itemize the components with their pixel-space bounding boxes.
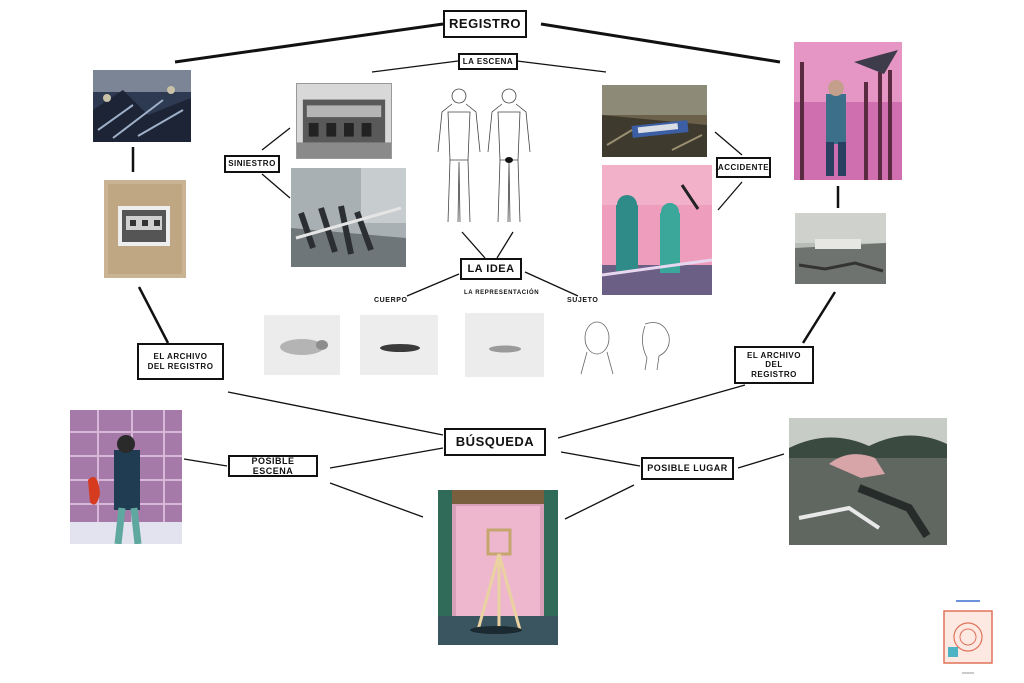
sujeto-label: SUJETO [567, 297, 599, 304]
sujeto-head-sketches [573, 312, 683, 378]
cuerpo-label: CUERPO [374, 297, 408, 304]
representacion-label: LA REPRESENTACIÓN [464, 290, 540, 296]
anatomy-diagram [424, 82, 542, 230]
fallen-figure-landscape-painting [789, 418, 947, 545]
representacion-sketch [465, 313, 544, 377]
floor-plan-thumbnail [936, 597, 1000, 679]
cuerpo-sketch-2 [360, 315, 438, 375]
la-escena-node: LA ESCENA [458, 53, 518, 70]
siniestro-node: SINIESTRO [224, 155, 280, 173]
busqueda-node: BÚSQUEDA [444, 428, 546, 456]
collapsed-scaffold-photo [93, 70, 191, 142]
figure-against-wall-painting [70, 410, 182, 544]
pink-room-painting [438, 490, 558, 645]
la-idea-node: LA IDEA [460, 258, 522, 280]
archivo-right-node: EL ARCHIVO DEL REGISTRO [734, 346, 814, 384]
crash-debris-photo [602, 85, 707, 157]
foggy-landscape-painting [795, 213, 886, 284]
cuerpo-sketch-1 [264, 315, 340, 375]
archive-photo [104, 180, 186, 278]
posible-lugar-node: POSIBLE LUGAR [641, 457, 734, 480]
firefighters-painting [291, 168, 406, 267]
archivo-left-node: EL ARCHIVO DEL REGISTRO [137, 343, 224, 380]
hazmat-painting [602, 165, 712, 295]
vulture-painting [794, 42, 902, 180]
ruined-building-photo [296, 83, 392, 159]
registro-node: REGISTRO [443, 10, 527, 38]
posible-escena-node: POSIBLE ESCENA [228, 455, 318, 477]
accidente-node: ACCIDENTE [716, 157, 771, 178]
